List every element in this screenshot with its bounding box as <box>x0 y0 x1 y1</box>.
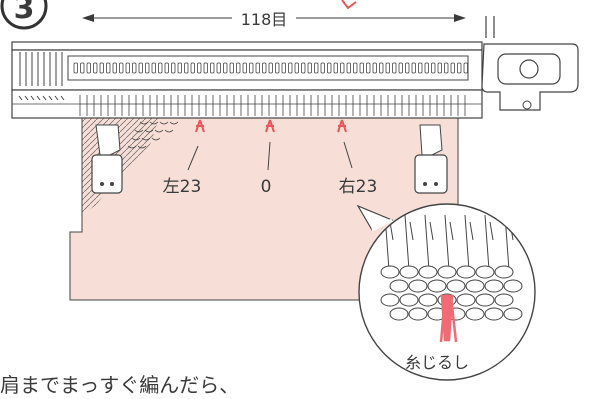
bed-slots <box>79 95 466 116</box>
thread-marker-left <box>195 119 205 133</box>
step-number-badge: 3 <box>0 0 48 30</box>
width-label: 118目 <box>241 10 288 29</box>
step-number: 3 <box>14 0 35 26</box>
caption-text: 肩までまっすぐ編んだら、 <box>0 373 239 397</box>
callout-bubble: 糸じるし <box>356 203 536 381</box>
callout-label: 糸じるし <box>405 353 469 372</box>
needle-bed <box>11 41 483 119</box>
carriage <box>481 16 579 111</box>
needle-label-left: 左23 <box>163 177 202 197</box>
stitch-arcs <box>127 121 179 149</box>
needle-teeth <box>73 62 468 74</box>
callout-thread-marker <box>439 294 458 343</box>
left-weight <box>91 124 123 194</box>
thread-marker-center <box>265 119 275 133</box>
needle-label-right: 右23 <box>339 177 378 197</box>
leader-center <box>267 141 271 171</box>
leader-right <box>343 141 353 169</box>
thread-marker-right <box>337 119 347 133</box>
right-weight <box>414 124 448 194</box>
width-dimension: 118目 <box>82 6 466 30</box>
leader-left <box>187 145 199 171</box>
top-red-mark <box>341 0 357 10</box>
needle-label-center: 0 <box>261 177 272 197</box>
left-pins <box>18 52 65 101</box>
